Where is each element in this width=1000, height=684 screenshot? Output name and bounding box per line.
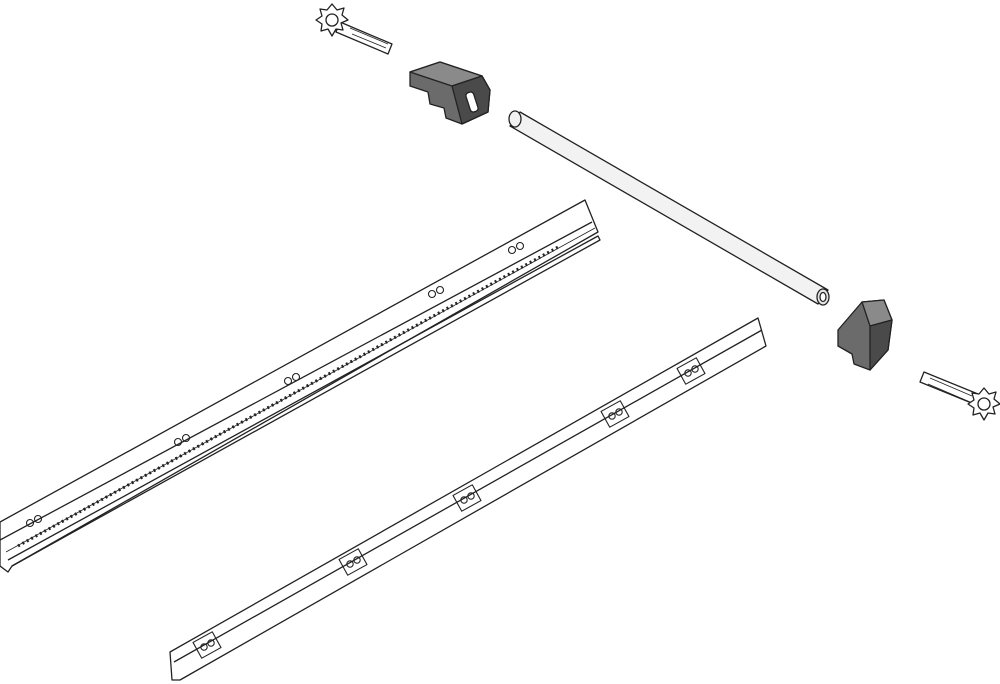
upper-rail <box>0 199 601 573</box>
connector-bottom <box>837 299 893 371</box>
rod <box>508 110 830 306</box>
rack-teeth <box>17 244 561 548</box>
screw-top <box>315 3 393 55</box>
lower-rail <box>169 317 767 681</box>
connector-top <box>409 61 491 125</box>
screw-bottom <box>919 371 1000 421</box>
mounting-holes-lower <box>192 357 706 659</box>
mounting-holes <box>25 241 525 528</box>
